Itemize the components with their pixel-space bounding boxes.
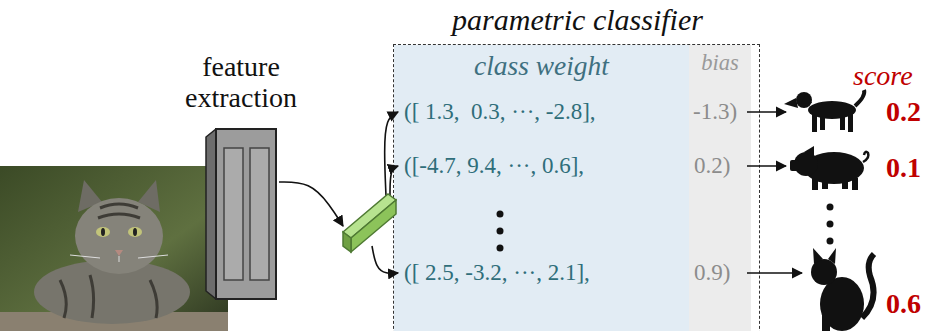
flow-arrow: [747, 165, 786, 167]
band-title: bias: [689, 45, 751, 76]
flow-arrow: [747, 111, 786, 113]
bias-value: 0.9): [694, 260, 730, 285]
flow-arrow: [372, 246, 398, 273]
flow-arrow: [385, 112, 398, 196]
score-value: 0.6: [886, 289, 921, 320]
weight-vector: ([ 2.5, -3.2, ···, 2.1],: [404, 260, 590, 285]
flow-arrow: [390, 166, 398, 198]
feature-vector: [343, 194, 396, 252]
heading: parametric classifier: [394, 3, 761, 36]
flow-arrow: [279, 182, 343, 226]
flow-arrow: [747, 272, 802, 274]
bias-value: 0.2): [694, 153, 730, 178]
score-value: 0.2: [886, 97, 921, 128]
ellipsis-dots: [497, 204, 834, 252]
cat-icon: [811, 248, 874, 331]
feature-extractor: feature extraction: [205, 128, 277, 300]
weight-vector: ([ 1.3, 0.3, ···, -2.8],: [404, 99, 596, 124]
score-heading: score: [853, 61, 913, 92]
pig-icon: [790, 146, 868, 190]
extractor-outline: [205, 128, 277, 300]
band-title: class weight: [394, 45, 689, 81]
score-value: 0.1: [886, 153, 921, 184]
flow-arrows: [279, 112, 802, 273]
heading: feature extraction: [156, 52, 326, 114]
bias-band: bias: [689, 45, 751, 331]
bias-value: -1.3): [693, 99, 737, 124]
weight-vector: ([-4.7, 9.4, ···, 0.6],: [404, 153, 584, 178]
classifier-box: parametric classifierclass weightbias: [393, 44, 760, 331]
dog-icon: [784, 90, 864, 132]
class-weight-band: class weight: [394, 45, 689, 331]
